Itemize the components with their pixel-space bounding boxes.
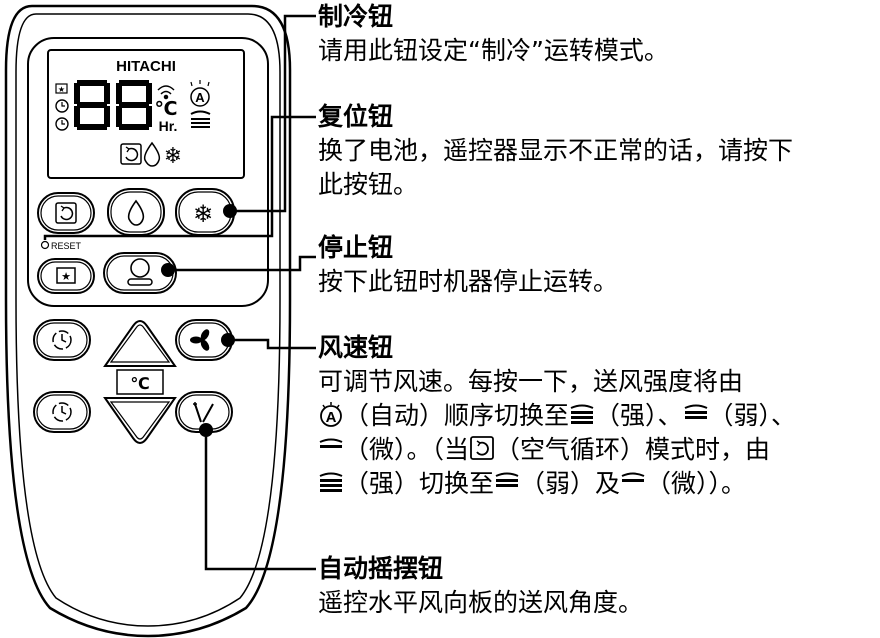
- callout-fan: 风速钮 可调节风速。每按一下，送风强度将由 A（自动）顺序切换至（强）、（弱）、…: [318, 331, 796, 501]
- svg-text:A: A: [326, 409, 337, 426]
- fan-line1: 可调节风速。每按一下，送风强度将由: [318, 367, 744, 396]
- reset-label: RESET: [51, 241, 82, 251]
- fan-micro-icon-2: [621, 472, 645, 482]
- svg-text:❄: ❄: [193, 200, 213, 228]
- fan-strong-icon-2: [319, 472, 343, 492]
- reset-desc-line2: 此按钮。: [318, 170, 419, 199]
- temperature-rocker[interactable]: ℃: [103, 320, 177, 444]
- dot-fan: [221, 333, 235, 347]
- reset-desc-line1: 换了电池，遥控器显示不正常的话，请按下: [318, 136, 794, 165]
- circulation-icon: [470, 436, 494, 460]
- remote-control: HITACHI ★ ℃ Hr. A: [4, 4, 292, 638]
- leader-cool: [230, 14, 316, 213]
- callout-reset: 复位钮 换了电池，遥控器显示不正常的话，请按下 此按钮。: [318, 100, 793, 202]
- leader-swing: [204, 430, 316, 571]
- remote-inner-outline: [15, 13, 281, 627]
- fan-line3: （微）。（当（空气循环）模式时，由: [318, 433, 796, 467]
- favourite-button[interactable]: ★: [37, 258, 95, 294]
- swing-title: 自动摇摆钮: [318, 554, 444, 583]
- svg-text:★: ★: [58, 85, 65, 94]
- temp-up-button[interactable]: [103, 320, 177, 367]
- dot-cool: [223, 204, 237, 218]
- callout-stop: 停止钮 按下此钮时机器停止运转。: [318, 231, 618, 299]
- lcd-digits: [74, 80, 152, 130]
- auto-fan-icon: A: [320, 402, 342, 427]
- lcd-dry-icon: [143, 141, 161, 167]
- swing-desc: 遥控水平风向板的送风角度。: [318, 588, 644, 617]
- callout-cool: 制冷钮 请用此钮设定“制冷”运转模式。: [318, 0, 669, 68]
- dot-swing: [199, 423, 213, 437]
- leader-fan: [228, 338, 316, 350]
- cool-desc: 请用此钮设定“制冷”运转模式。: [318, 36, 669, 65]
- temp-down-button[interactable]: [103, 397, 177, 444]
- timer-on-button[interactable]: [33, 319, 91, 361]
- lcd-signal-icon: [157, 85, 175, 100]
- lcd-timer-off-icon: [55, 117, 69, 131]
- brand-logo: HITACHI: [116, 58, 176, 75]
- svg-text:A: A: [195, 90, 205, 105]
- lcd-timer-on-icon: [55, 99, 69, 113]
- lcd-circulation-icon: [120, 143, 142, 165]
- callout-swing: 自动摇摆钮 遥控水平风向板的送风角度。: [318, 552, 643, 620]
- fan-strong-icon: [570, 404, 594, 424]
- fan-micro-icon: [319, 438, 343, 448]
- temp-label: ℃: [130, 374, 149, 393]
- lcd-fan-speed-icon: [190, 110, 211, 128]
- fan-line2: A（自动）顺序切换至（强）、（弱）、: [318, 399, 796, 433]
- dot-stop: [161, 263, 175, 277]
- fan-weak-icon: [684, 404, 707, 419]
- stop-title: 停止钮: [318, 233, 394, 262]
- fan-title: 风速钮: [318, 333, 394, 362]
- reset-pin-button[interactable]: [40, 240, 50, 250]
- leader-stop: [168, 255, 316, 272]
- cool-title: 制冷钮: [318, 2, 394, 31]
- fan-line4: （强）切换至（弱）及（微））。: [318, 467, 796, 501]
- svg-text:★: ★: [61, 270, 71, 283]
- fan-weak-icon-2: [495, 472, 519, 487]
- lcd-degree-label: ℃: [154, 98, 177, 120]
- reset-title: 复位钮: [318, 102, 394, 131]
- upper-panel: [27, 37, 269, 307]
- lcd-auto-fan-icon: A: [190, 80, 210, 107]
- circulation-button[interactable]: [37, 192, 95, 234]
- timer-off-button[interactable]: [33, 391, 91, 433]
- lcd-hour-label: Hr.: [159, 118, 178, 134]
- lcd-cool-icon: ❄: [164, 144, 182, 169]
- stop-desc: 按下此钮时机器停止运转。: [318, 267, 619, 296]
- leader-reset: [43, 115, 316, 240]
- lcd-favourite-icon: [55, 83, 68, 94]
